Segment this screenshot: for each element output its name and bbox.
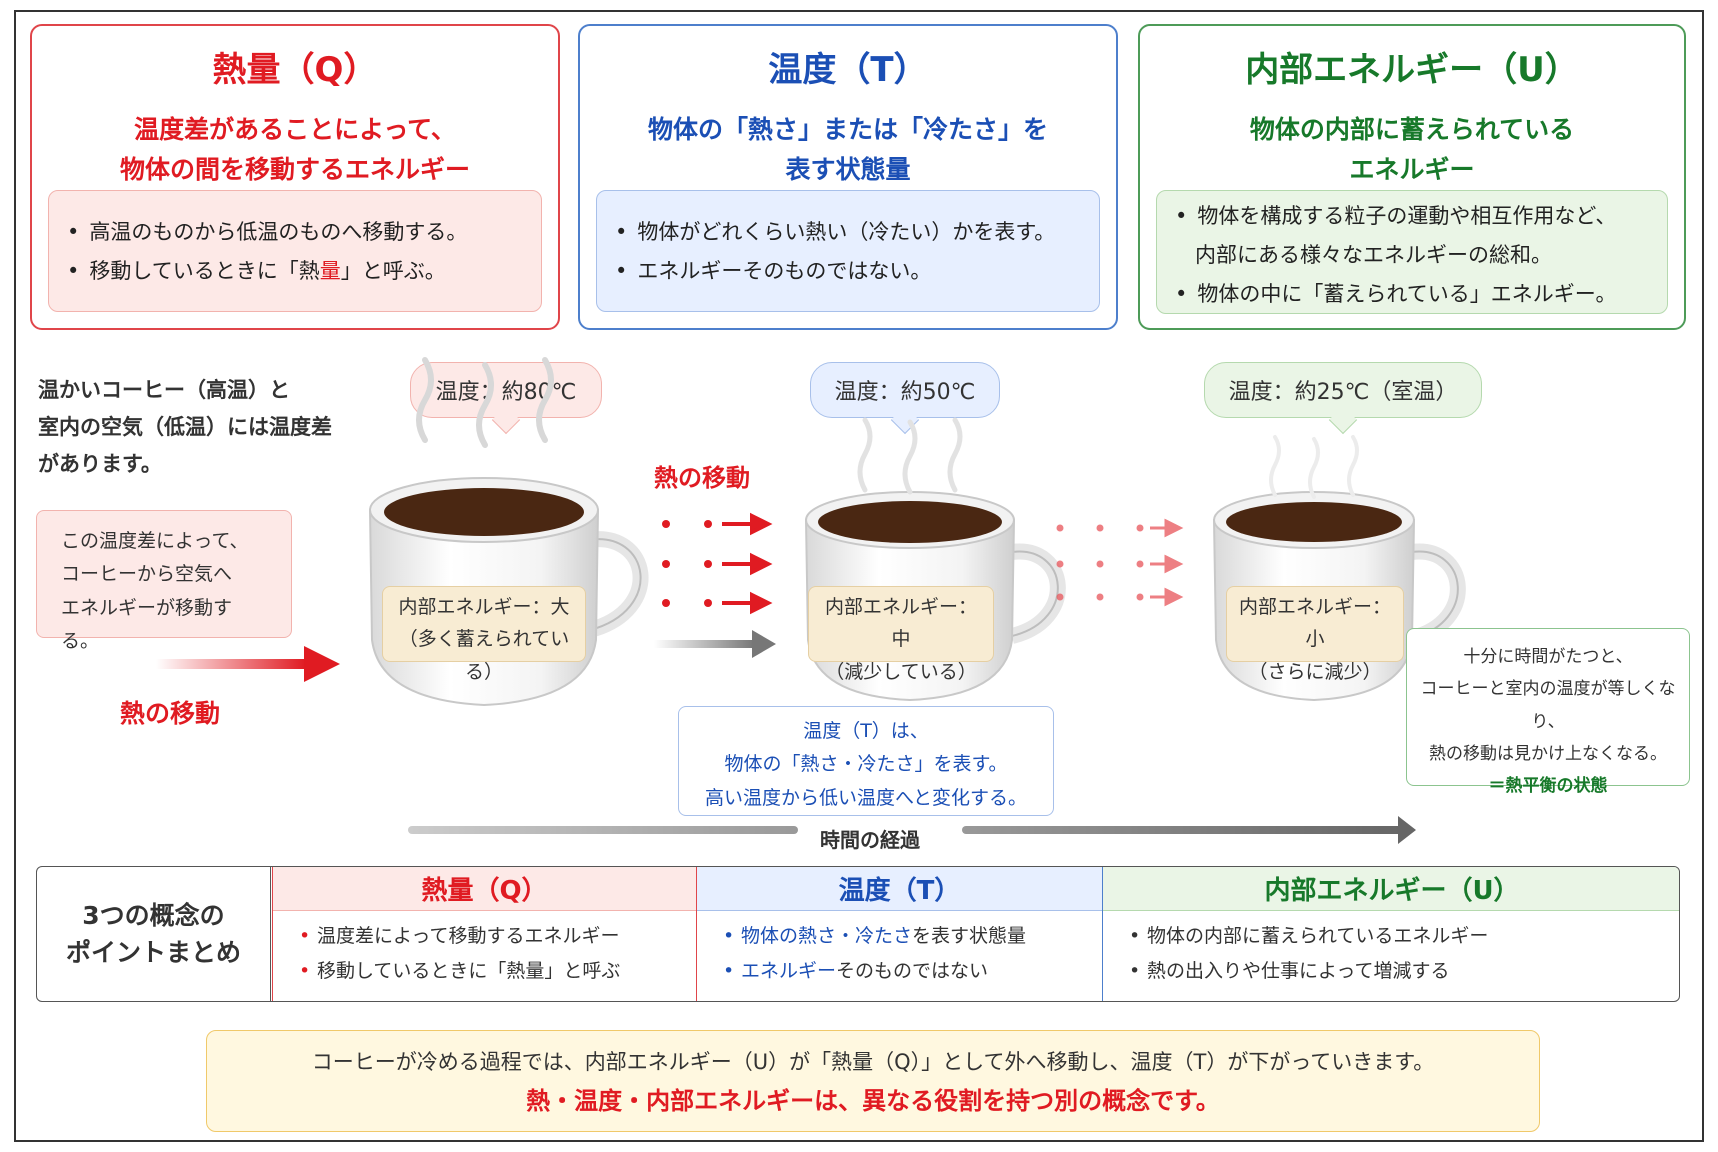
temp-card-title: 温度（T） bbox=[768, 50, 928, 90]
heat-flow-label-top: 熱の移動 bbox=[654, 464, 750, 492]
intro-line-3: があります。 bbox=[38, 451, 162, 476]
summary-heat-bullet-2: 移動しているときに「熱量」と呼ぶ bbox=[299, 954, 696, 989]
heat-flow-label-left: 熱の移動 bbox=[120, 699, 221, 728]
temp-bubble-50: 温度：約50℃ bbox=[810, 362, 1000, 435]
energy-transfer-note: この温度差によって、 コーヒーから空気へ エネルギーが移動する。 bbox=[36, 510, 292, 652]
summary-temp-bullet-2-dark: そのものではない bbox=[836, 960, 989, 983]
heat-card-subtitle-2: 物体の間を移動するエネルギー bbox=[119, 155, 470, 184]
internal-energy-concept-card: 内部エネルギー（U） 物体の内部に蓄えられている エネルギー 物体を構成する粒子… bbox=[1138, 24, 1686, 330]
summary-temp-bullet-2-blue: エネルギー bbox=[741, 960, 837, 983]
internal-bullet-2: 物体の中に「蓄えられている」エネルギー。 bbox=[1175, 275, 1649, 314]
temp-bubble-50-text: 温度：約50℃ bbox=[834, 380, 976, 405]
summary-temp-bullet-1: 物体の熱さ・冷たさを表す状態量 bbox=[723, 919, 1102, 954]
summary-temp-column: 温度（T） 物体の熱さ・冷たさを表す状態量 エネルギーそのものではない bbox=[697, 867, 1103, 1001]
heat-card-title: 熱量（Q） bbox=[212, 50, 378, 90]
heat-card-subtitle-1: 温度差があることによって、 bbox=[134, 115, 456, 144]
temp-bullet-1: 物体がどれくらい熱い（冷たい）かを表す。 bbox=[615, 213, 1081, 252]
heat-flow-arrows-1 bbox=[662, 512, 773, 615]
summary-heading-line-1: 3つの概念の bbox=[82, 900, 225, 930]
note-line-2: コーヒーから空気へ bbox=[61, 563, 233, 586]
temp-bullet-2: エネルギーそのものではない。 bbox=[615, 252, 1081, 291]
thermal-equilibrium-box: 十分に時間がたつと、 コーヒーと室内の温度が等しくなり、 熱の移動は見かけ上なく… bbox=[1406, 628, 1690, 796]
temp-box-line-1: 温度（T）は、 bbox=[803, 720, 929, 742]
conclusion-line-2: 熱・温度・内部エネルギーは、異なる役割を持つ別の概念です。 bbox=[526, 1086, 1220, 1115]
heat-bullet-2-post: 」と呼ぶ。 bbox=[340, 258, 446, 283]
cup-3-internal-energy-label: 内部エネルギー：小 （さらに減少） bbox=[1226, 586, 1404, 683]
conclusion-box: コーヒーが冷める過程では、内部エネルギー（U）が「熱量（Q）」として外へ移動し、… bbox=[206, 1030, 1540, 1132]
temp-bubble-80: 温度：約80℃ bbox=[410, 362, 602, 435]
temp-bubble-25-text: 温度：約25℃（室温） bbox=[1228, 380, 1458, 405]
temperature-explanation-box: 温度（T）は、 物体の「熱さ・冷たさ」を表す。 高い温度から低い温度へと変化する… bbox=[678, 706, 1054, 816]
time-passage-label: 時間の経過 bbox=[820, 828, 920, 852]
intro-text: 温かいコーヒー（高温）と 室内の空気（低温）には温度差 があります。 bbox=[38, 372, 358, 482]
heat-flow-arrow-left bbox=[156, 646, 340, 682]
summary-internal-bullet-2: 熱の出入りや仕事によって増減する bbox=[1129, 954, 1679, 989]
summary-table: 3つの概念の ポイントまとめ 熱量（Q） 温度差によって移動するエネルギー 移動… bbox=[36, 866, 1680, 1002]
cup-2-internal-energy-label: 内部エネルギー：中 （減少している） bbox=[808, 586, 994, 683]
internal-card-bullets: 物体を構成する粒子の運動や相互作用など、 内部にある様々なエネルギーの総和。 物… bbox=[1156, 190, 1668, 314]
summary-internal-column: 内部エネルギー（U） 物体の内部に蓄えられているエネルギー 熱の出入りや仕事によ… bbox=[1103, 867, 1679, 1001]
note-line-3: エネルギーが移動する。 bbox=[61, 596, 233, 652]
cup-3-label-line-2: （さらに減少） bbox=[1248, 660, 1382, 683]
intro-line-1: 温かいコーヒー（高温）と bbox=[38, 378, 290, 402]
temp-card-subtitle-2: 表す状態量 bbox=[785, 155, 911, 184]
heat-bullet-1: 高温のものから低温のものへ移動する。 bbox=[67, 213, 523, 252]
summary-heading: 3つの概念の ポイントまとめ bbox=[37, 867, 271, 1001]
cup-1-label-line-1: 内部エネルギー：大 bbox=[398, 596, 570, 618]
conclusion-line-1: コーヒーが冷める過程では、内部エネルギー（U）が「熱量（Q）」として外へ移動し、… bbox=[311, 1050, 1435, 1074]
summary-internal-title: 内部エネルギー（U） bbox=[1103, 867, 1679, 911]
internal-bullet-1b: 内部にある様々なエネルギーの総和。 bbox=[1195, 242, 1552, 267]
summary-heat-title: 熱量（Q） bbox=[273, 867, 696, 911]
summary-internal-bullet-1: 物体の内部に蓄えられているエネルギー bbox=[1129, 919, 1679, 954]
heat-bullet-2: 移動しているときに「熱量」と呼ぶ。 bbox=[67, 252, 523, 291]
temp-bubble-25: 温度：約25℃（室温） bbox=[1204, 362, 1482, 435]
eq-line-1: 十分に時間がたつと、 bbox=[1463, 647, 1633, 667]
cup-2-label-line-1: 内部エネルギー：中 bbox=[824, 596, 977, 651]
time-axis-arrow bbox=[408, 816, 1416, 844]
eq-line-4: ＝熱平衡の状態 bbox=[1488, 776, 1608, 797]
cup-1-label-line-2: （多く蓄えられている） bbox=[398, 628, 570, 683]
cup-3-label-line-1: 内部エネルギー：小 bbox=[1238, 596, 1391, 651]
summary-temp-bullet-1-dark: を表す状態量 bbox=[912, 925, 1027, 947]
temp-card-subtitle-1: 物体の「熱さ」または「冷たさ」を bbox=[647, 115, 1048, 144]
heat-bullet-2-pre: 移動しているときに「熱 bbox=[89, 258, 320, 283]
internal-bullet-1a: 物体を構成する粒子の運動や相互作用など、 bbox=[1175, 197, 1649, 236]
heat-card-bullets: 高温のものから低温のものへ移動する。 移動しているときに「熱量」と呼ぶ。 bbox=[48, 190, 542, 312]
heat-bullet-2-highlight: 量 bbox=[319, 258, 341, 283]
summary-heat-column: 熱量（Q） 温度差によって移動するエネルギー 移動しているときに「熱量」と呼ぶ bbox=[272, 867, 697, 1001]
temp-box-line-3: 高い温度から低い温度へと変化する。 bbox=[704, 786, 1028, 809]
temperature-concept-card: 温度（T） 物体の「熱さ」または「冷たさ」を 表す状態量 物体がどれくらい熱い（… bbox=[578, 24, 1118, 330]
cup-2-label-line-2: （減少している） bbox=[825, 660, 977, 683]
summary-temp-bullet-2: エネルギーそのものではない bbox=[723, 954, 1102, 989]
internal-card-subtitle-2: エネルギー bbox=[1349, 155, 1475, 184]
temp-card-bullets: 物体がどれくらい熱い（冷たい）かを表す。 エネルギーそのものではない。 bbox=[596, 190, 1100, 312]
summary-heading-line-2: ポイントまとめ bbox=[65, 938, 241, 967]
summary-temp-bullet-1-blue: 物体の熱さ・冷たさ bbox=[741, 925, 913, 947]
note-line-1: この温度差によって、 bbox=[61, 530, 249, 552]
summary-heat-bullet-1: 温度差によって移動するエネルギー bbox=[299, 919, 696, 954]
cup-1-internal-energy-label: 内部エネルギー：大 （多く蓄えられている） bbox=[382, 586, 586, 683]
gray-transition-arrow bbox=[654, 630, 776, 658]
internal-card-title: 内部エネルギー（U） bbox=[1245, 50, 1579, 90]
internal-card-subtitle-1: 物体の内部に蓄えられている bbox=[1249, 115, 1575, 144]
eq-line-3: 熱の移動は見かけ上なくなる。 bbox=[1429, 743, 1667, 764]
heat-concept-card: 熱量（Q） 温度差があることによって、 物体の間を移動するエネルギー 高温のもの… bbox=[30, 24, 560, 330]
heat-flow-arrows-2 bbox=[1056, 518, 1184, 607]
intro-line-2: 室内の空気（低温）には温度差 bbox=[38, 414, 332, 439]
eq-line-2: コーヒーと室内の温度が等しくなり、 bbox=[1420, 679, 1676, 732]
summary-temp-title: 温度（T） bbox=[697, 867, 1102, 911]
temp-box-line-2: 物体の「熱さ・冷たさ」を表す。 bbox=[724, 753, 1008, 776]
